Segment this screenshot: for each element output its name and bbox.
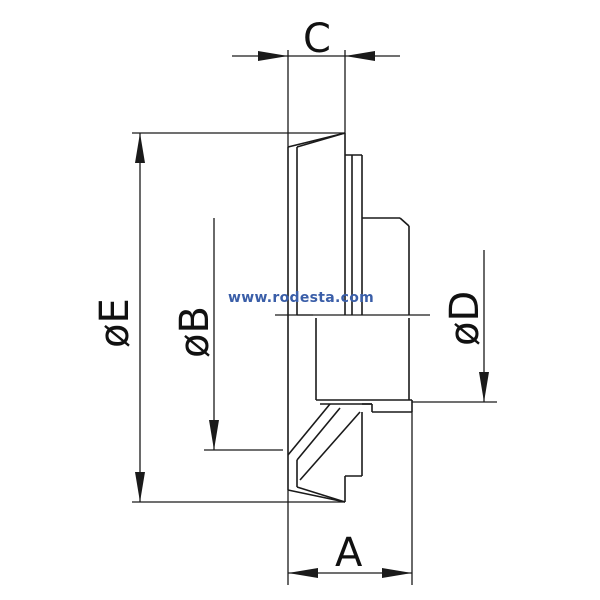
arrow-e-bottom [135, 472, 145, 502]
arrow-e-top [135, 133, 145, 163]
dim-label-e: øE [92, 298, 138, 348]
dim-label-d: øD [442, 291, 488, 346]
dim-label-b: øB [172, 306, 218, 358]
dimension-c: C [232, 16, 400, 62]
dimension-d: øD [442, 250, 489, 402]
dimension-e: øE [92, 133, 145, 502]
arrow-d-bottom [479, 372, 489, 402]
arrow-a-left [288, 568, 318, 578]
part-outline [275, 132, 430, 503]
arrow-a-right [382, 568, 412, 578]
dim-label-a: A [335, 530, 363, 576]
dimension-b: øB [172, 218, 219, 450]
dimension-a: A [288, 530, 412, 578]
arrow-c-right [345, 51, 375, 61]
arrow-b-bottom [209, 420, 219, 450]
arrow-c-left [258, 51, 288, 61]
watermark-text: www.rodesta.com [228, 290, 374, 306]
extension-lines [132, 50, 497, 585]
dim-label-c: C [303, 16, 331, 62]
